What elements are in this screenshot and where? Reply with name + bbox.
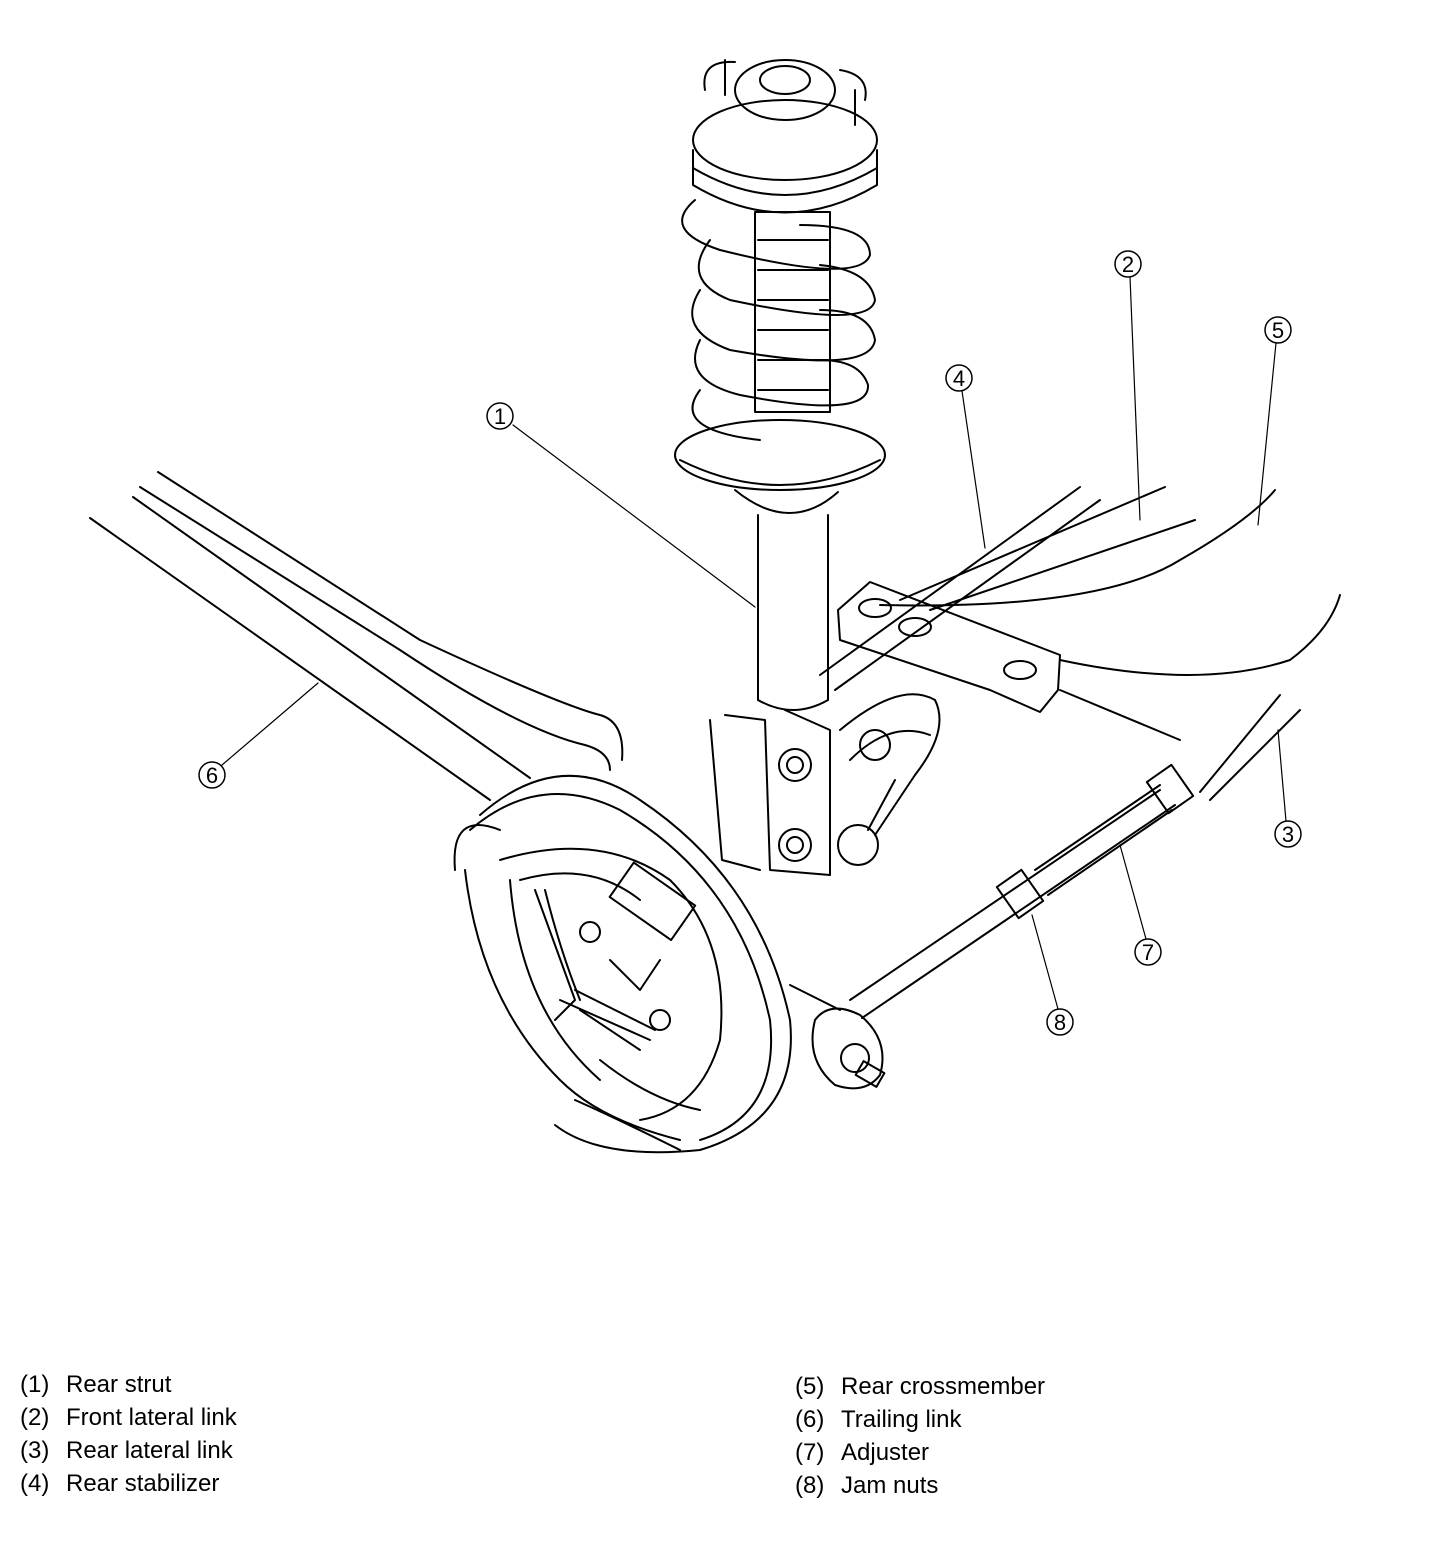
callout-label-7: 7 — [1142, 940, 1154, 965]
callout-label-2: 2 — [1122, 252, 1134, 277]
legend-right: (5) Rear crossmember (6) Trailing link (7)… — [795, 1370, 1045, 1502]
legend-number: (3) — [20, 1437, 50, 1464]
callout-label-3: 3 — [1282, 822, 1294, 847]
trailing-link-drawing — [89, 471, 624, 801]
callout-2: 2 — [1114, 250, 1142, 521]
legend-label: Jam nuts — [841, 1472, 939, 1499]
legend-number: (6) — [795, 1406, 825, 1433]
legend-label: Rear stabilizer — [66, 1470, 220, 1497]
legend-item-trailing-link: (6) Trailing link — [795, 1403, 1045, 1436]
callout-label-6: 6 — [206, 763, 218, 788]
legend-left: (1) Rear strut (2) Front lateral link (3) R… — [20, 1368, 237, 1500]
brake-assembly-drawing — [453, 774, 792, 1154]
legend-number: (8) — [795, 1472, 825, 1499]
legend-number: (7) — [795, 1439, 825, 1466]
callout-7: 7 — [1119, 844, 1162, 966]
legend-item-adjuster: (7) Adjuster — [795, 1436, 1045, 1469]
legend-item-rear-lateral-link: (3) Rear lateral link — [20, 1434, 237, 1467]
legend-item-rear-strut: (1) Rear strut — [20, 1368, 237, 1401]
legend-item-rear-stabilizer: (4) Rear stabilizer — [20, 1467, 237, 1500]
callout-5: 5 — [1257, 316, 1292, 526]
links-drawing — [819, 486, 1341, 801]
legend-number: (4) — [20, 1470, 50, 1497]
callout-3: 3 — [1274, 729, 1302, 848]
legend-number: (2) — [20, 1404, 50, 1431]
legend-label: Rear crossmember — [841, 1373, 1046, 1400]
rear-lateral-link-drawing — [789, 763, 1195, 1090]
callout-label-1: 1 — [494, 404, 506, 429]
callout-4: 4 — [945, 364, 986, 549]
legend-label: Rear lateral link — [66, 1437, 233, 1464]
rear-strut-drawing — [674, 59, 941, 876]
legend-label: Rear strut — [66, 1371, 172, 1398]
callout-label-5: 5 — [1272, 318, 1284, 343]
legend-label: Trailing link — [841, 1406, 962, 1433]
legend-item-rear-crossmember: (5) Rear crossmember — [795, 1370, 1045, 1403]
suspension-diagram: 1 2 3 4 5 6 7 8 — [89, 59, 1341, 1154]
callout-label-8: 8 — [1054, 1010, 1066, 1035]
legend-label: Front lateral link — [66, 1404, 237, 1431]
callout-label-4: 4 — [953, 366, 965, 391]
legend-item-jam-nuts: (8) Jam nuts — [795, 1469, 1045, 1502]
legend-label: Adjuster — [841, 1439, 930, 1466]
legend-number: (1) — [20, 1371, 50, 1398]
legend-item-front-lateral-link: (2) Front lateral link — [20, 1401, 237, 1434]
callout-6: 6 — [198, 682, 319, 789]
callout-1: 1 — [486, 402, 756, 608]
callout-8: 8 — [1031, 914, 1074, 1036]
legend-number: (5) — [795, 1373, 825, 1400]
